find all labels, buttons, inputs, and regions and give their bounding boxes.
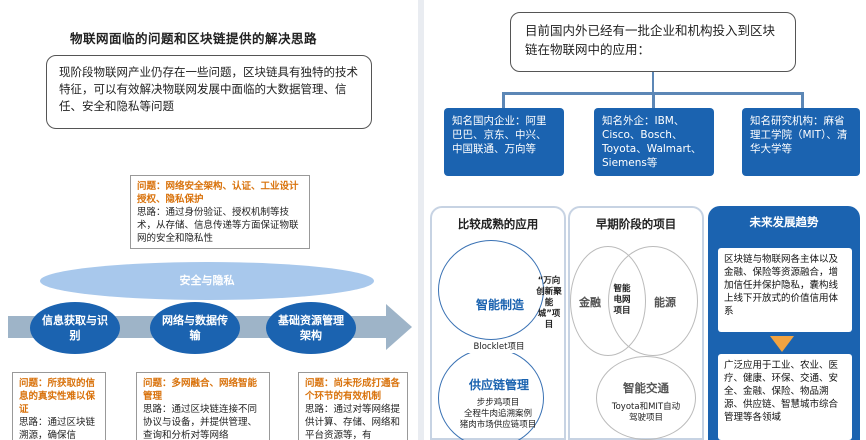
security-privacy-oval: 安全与隐私 [40,262,374,300]
supply-sub-1: 步步鸡项目 [476,398,520,408]
note-idea: 思路：通过对等网络提供计算、存储、网络和平台资源等，有 [305,404,401,440]
future-text-1: 区块链与物联网各主体以及金融、保险等资源融合，增加信任并保护隐私，囊构线上线下开… [718,248,852,332]
supply-sub-3: 猪肉市场供应链项目 [459,420,537,430]
mature-apps-title: 比较成熟的应用 [457,217,539,231]
flow-arrow-icon [386,304,412,350]
smart-traffic-label: 智能交通 [623,381,669,395]
connector-right [801,92,804,108]
research-institutes-box: 知名研究机构：麻省理工学院（MIT）、清华大学等 [742,108,860,176]
security-problem: 问题：网络安全架构、认证、工业设计授权、隐私保护 [137,181,299,205]
right-title: 目前国内外已经有一批企业和机构投入到区块链在物联网中的应用： [510,12,796,72]
domestic-companies-box: 知名国内企业：阿里巴巴、京东、中兴、中国联通、万向等 [444,108,564,176]
security-idea: 思路：通过身份验证、授权机制等技术，从存储、信息传递等方面保证物联网的安全和隐私… [137,207,299,244]
node-resource-management: 基础资源管理架构 [266,302,356,354]
note-resource-management: 问题：尚未形成打通各个环节的有效机制 思路：通过对等网络提供计算、存储、网络和平… [298,372,408,440]
future-text-2: 广泛应用于工业、农业、医疗、健康、环保、交通、安全、金融、保险、物品溯源、供应链… [718,354,852,440]
smart-manufacturing-circle [438,240,544,340]
node-network-transmission: 网络与数据传输 [150,302,240,354]
node-info-acquisition: 信息获取与识别 [30,302,120,354]
panel-divider [418,0,424,440]
note-network-transmission: 问题：多网融合、网络智能管理 思路：通过区块链连接不同协议与设备，并提供管理、查… [136,372,270,440]
energy-circle [608,246,698,356]
early-projects-title: 早期阶段的项目 [595,217,677,231]
note-problem: 问题：尚未形成打通各个环节的有效机制 [305,378,401,402]
supply-sub-2: 全程牛肉追溯案例 [463,409,532,419]
intro-box: 现阶段物联网产业仍存在一些问题，区块链具有独特的技术特征，可以有效解决物联网发展… [46,55,372,129]
toyota-mit-label: Toyota和MIT自动驾驶项目 [611,402,681,423]
connector-mid [652,92,655,108]
smart-traffic-circle [596,356,696,440]
blocklet-label: Blocklet项目 [464,342,534,353]
note-idea: 思路：通过区块链溯源，确保信 [19,417,96,440]
down-arrow-icon [770,336,794,352]
smart-manufacturing-label: 智能制造 [475,298,524,312]
connector-left [502,92,505,108]
future-trends-title: 未来发展趋势 [749,215,819,229]
note-idea: 思路：通过区块链连接不同协议与设备，并提供管理、查询和分析对等网络 [143,404,258,440]
finance-label: 金融 [579,296,601,309]
energy-label: 能源 [654,296,676,309]
smart-grid-label: 智能电网项目 [613,284,631,316]
note-problem: 问题：所获取的信息的真实性难以保证 [19,378,96,415]
note-problem: 问题：多网融合、网络智能管理 [143,378,258,402]
security-note: 问题：网络安全架构、认证、工业设计授权、隐私保护 思路：通过身份验证、授权机制等… [130,175,310,249]
left-title: 物联网面临的问题和区块链提供的解决思路 [70,31,318,46]
wanxiang-project-label: “万向创新聚能城”项目 [536,276,562,330]
foreign-companies-box: 知名外企：IBM、Cisco、Bosch、Toyota、Walmart、Siem… [594,108,714,176]
connector-vertical [652,72,654,94]
note-info-acquisition: 问题：所获取的信息的真实性难以保证 思路：通过区块链溯源，确保信 [12,372,106,440]
supply-chain-label: 供应链管理 [468,378,529,392]
